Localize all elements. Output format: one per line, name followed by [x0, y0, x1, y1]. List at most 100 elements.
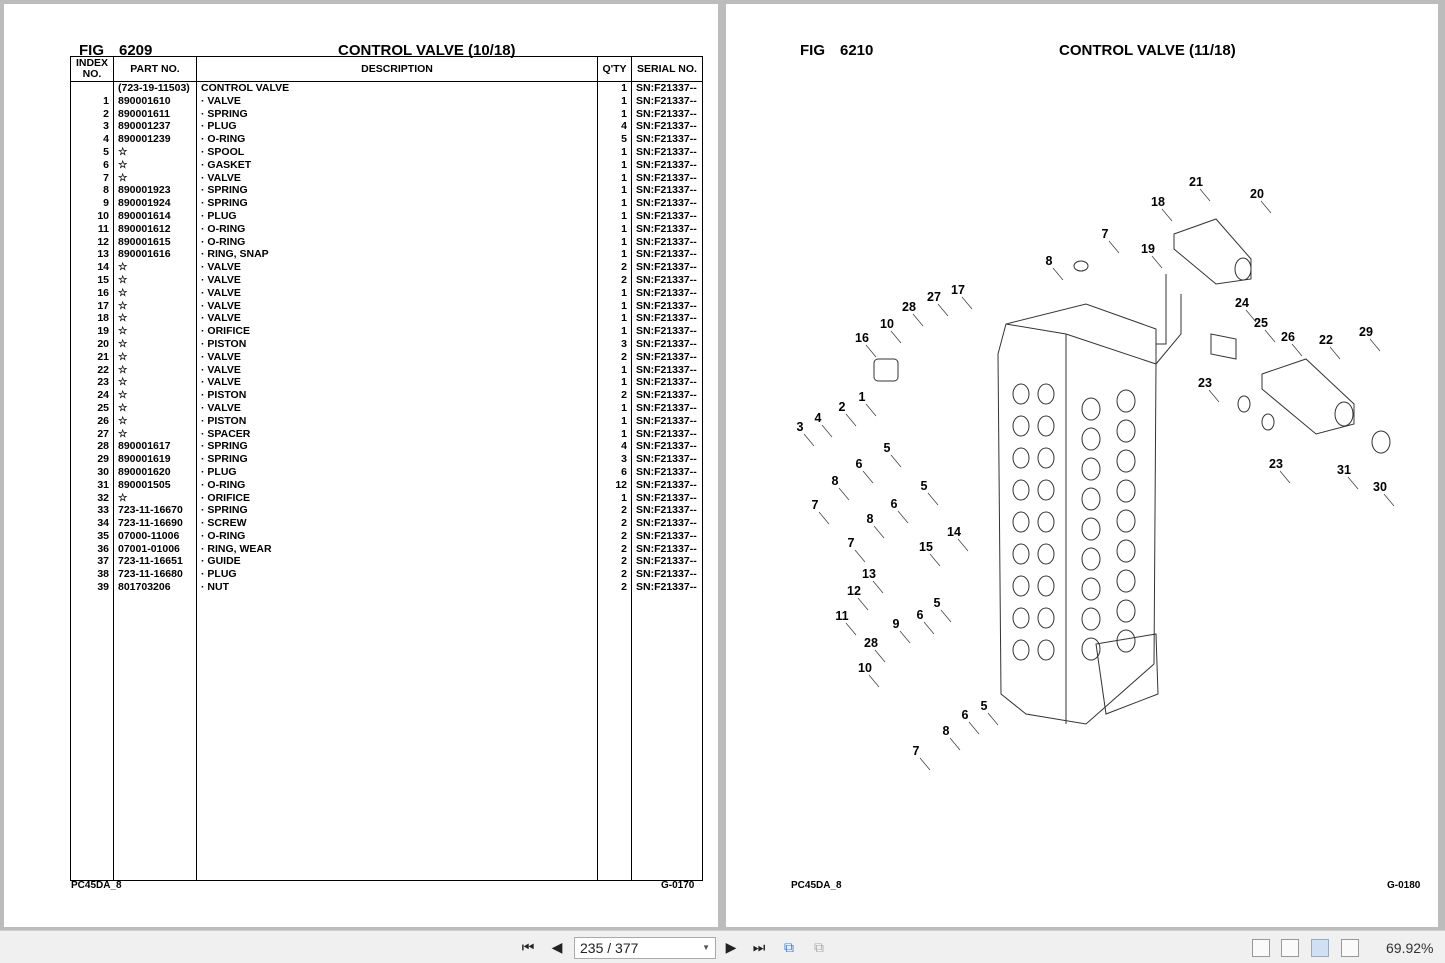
facing-view-button[interactable]: [1311, 939, 1329, 957]
port-hole: [1037, 639, 1055, 661]
port-hole: [1037, 511, 1055, 533]
continuous-view-button[interactable]: [1281, 939, 1299, 957]
cell-qty: 1: [597, 491, 632, 505]
cell-part-no: ☆: [113, 491, 197, 505]
cell-serial: SN:F21337--: [631, 325, 703, 338]
cell-description: · VALVE: [196, 273, 598, 287]
leader-line: [1151, 255, 1163, 269]
port-hole: [1037, 447, 1055, 469]
cell-description: · PLUG: [196, 465, 598, 479]
cell-serial: SN:F21337--: [631, 261, 703, 274]
port-hole: [1037, 479, 1055, 501]
left-page: FIG 6209 CONTROL VALVE (10/18) INDEX NO.…: [4, 4, 718, 927]
leader-line: [1383, 493, 1395, 507]
callout-label: 17: [951, 283, 965, 297]
callout-label: 7: [913, 744, 920, 758]
leader-line: [873, 525, 885, 539]
leader-line: [961, 296, 973, 310]
cell-index: 16: [70, 286, 114, 300]
cell-index: 25: [70, 401, 114, 415]
cell-qty: 4: [597, 440, 632, 454]
page-number-select[interactable]: 235 / 377▼: [574, 937, 716, 959]
leader-line: [803, 433, 815, 447]
prev-page-button[interactable]: ◀: [551, 939, 563, 955]
cell-index: 32: [70, 491, 114, 505]
cell-description: · PISTON: [196, 414, 598, 428]
last-page-button[interactable]: ⏭: [752, 939, 766, 955]
cell-description: · VALVE: [196, 363, 598, 377]
header-description: DESCRIPTION: [196, 56, 598, 82]
cell-serial: SN:F21337--: [631, 517, 703, 530]
cell-part-no: 723-11-16680: [113, 568, 197, 582]
cell-index: 35: [70, 529, 114, 543]
cell-qty: 1: [597, 286, 632, 300]
cell-qty: 2: [597, 542, 632, 556]
callout-label: 7: [1102, 227, 1109, 241]
cell-serial: SN:F21337--: [631, 337, 703, 351]
callout-label: 10: [858, 661, 872, 675]
cell-serial: SN:F21337--: [631, 440, 703, 454]
callout-label: 10: [880, 317, 894, 331]
cell-part-no: 723-11-16670: [113, 504, 197, 518]
cell-index: 2: [70, 107, 114, 121]
model-code: PC45DA_8: [71, 880, 122, 891]
cell-part-no: 723-11-16651: [113, 555, 197, 569]
cell-serial: SN:F21337--: [631, 184, 703, 198]
zoom-level[interactable]: 69.92%: [1386, 940, 1434, 956]
continuous-facing-view-button[interactable]: [1341, 939, 1359, 957]
leader-line: [919, 757, 931, 771]
cell-description: · RING, WEAR: [196, 542, 598, 556]
cell-part-no: 890001620: [113, 465, 197, 479]
cell-qty: 1: [597, 325, 632, 338]
cell-serial: SN:F21337--: [631, 504, 703, 518]
cell-index: 7: [70, 171, 114, 185]
leader-line: [854, 549, 866, 563]
cell-qty: 2: [597, 555, 632, 569]
cell-description: · SPRING: [196, 197, 598, 210]
callout-label: 7: [812, 498, 819, 512]
cell-part-no: ☆: [113, 350, 197, 364]
single-page-view-button[interactable]: [1252, 939, 1270, 957]
cell-index: 36: [70, 542, 114, 556]
port-hole: [1012, 575, 1030, 597]
leader-line: [890, 454, 902, 468]
cell-part-no: ☆: [113, 261, 197, 274]
cell-description: · VALVE: [196, 94, 598, 108]
fig-number: 6210: [840, 42, 874, 59]
cell-index: 3: [70, 120, 114, 134]
callout-label: 28: [902, 300, 916, 314]
callout-label: 23: [1269, 457, 1283, 471]
cell-description: · PLUG: [196, 120, 598, 134]
callout-label: 30: [1373, 480, 1387, 494]
go-forward-view-icon[interactable]: ⧉: [814, 939, 824, 955]
leader-line: [857, 597, 869, 611]
cell-serial: SN:F21337--: [631, 568, 703, 582]
callout-label: 28: [864, 636, 878, 650]
callout-label: 31: [1337, 463, 1351, 477]
next-page-button[interactable]: ▶: [725, 939, 737, 955]
cell-qty: 1: [597, 145, 632, 159]
cell-index: 15: [70, 273, 114, 287]
first-page-button[interactable]: ⏮: [521, 939, 535, 955]
cell-description: · SPOOL: [196, 145, 598, 159]
cell-index: 14: [70, 261, 114, 274]
cell-qty: 2: [597, 581, 632, 594]
callout-label: 12: [847, 584, 861, 598]
cell-part-no: ☆: [113, 273, 197, 287]
go-back-view-icon[interactable]: ⧉: [784, 939, 794, 955]
callout-label: 27: [927, 290, 941, 304]
cell-index: 39: [70, 581, 114, 594]
cell-qty: 1: [597, 184, 632, 198]
port-hole: [1081, 427, 1101, 451]
port-hole: [1037, 383, 1055, 405]
leader-line: [1052, 267, 1064, 281]
port-hole: [1116, 419, 1136, 443]
